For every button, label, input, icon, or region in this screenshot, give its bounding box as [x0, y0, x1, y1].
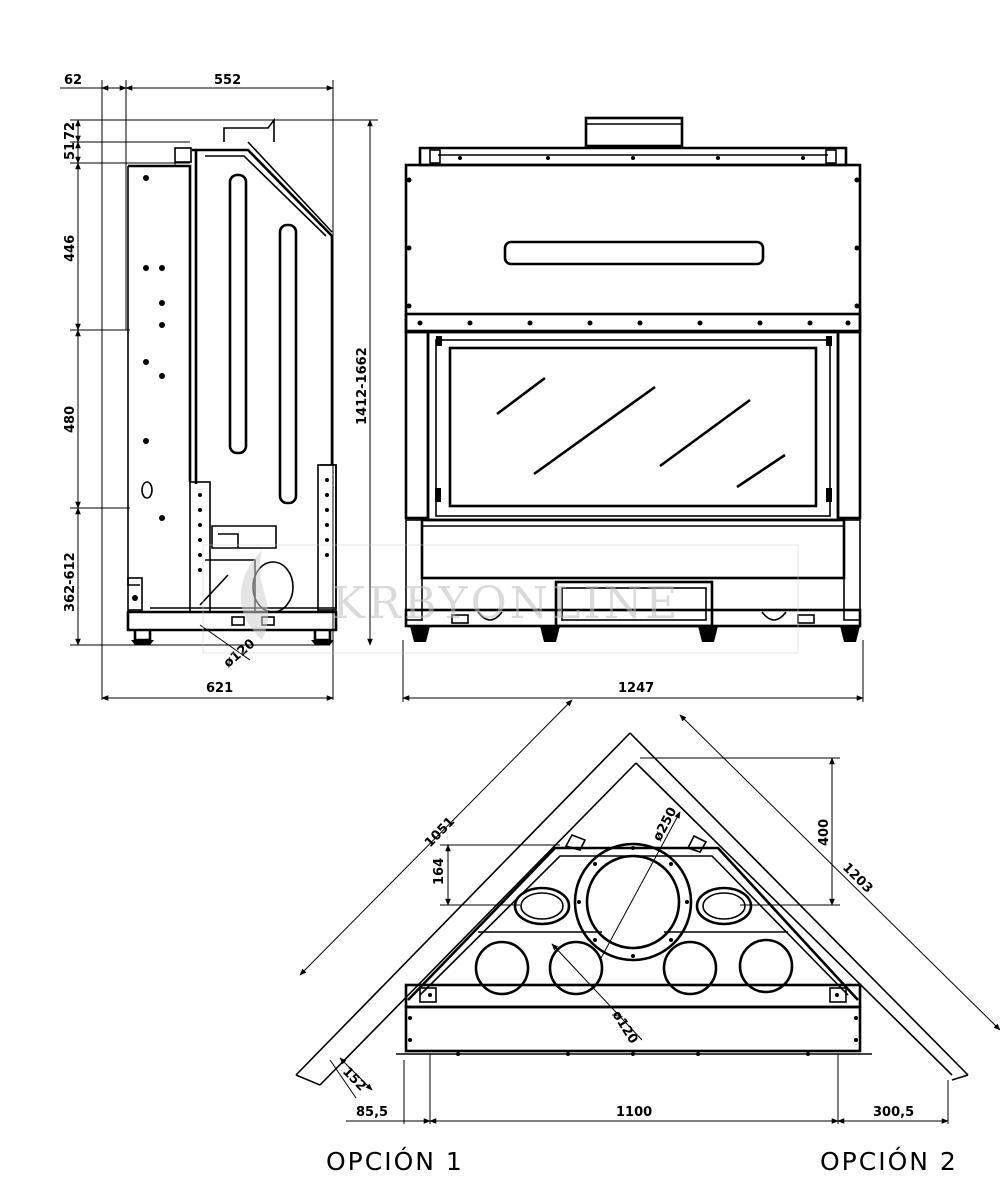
dim-label-362-612: 362-612 — [63, 552, 78, 612]
dim-label-51: 51 — [63, 142, 78, 160]
side-view: 62 552 72 51 446 480 362-612 1412-1662 — [60, 73, 378, 701]
hood — [404, 163, 862, 333]
dim-label-85-5: 85,5 — [356, 1105, 388, 1120]
caption-option-2: OPCIÓN 2 — [820, 1146, 958, 1176]
air-outlet-round-4 — [738, 938, 794, 994]
dim-label-1412-1662: 1412-1662 — [355, 347, 370, 425]
dim-label-164: 164 — [432, 858, 447, 885]
air-outlet-round-1 — [474, 940, 530, 996]
stove-top-outline — [407, 846, 859, 1001]
dim-label-152: 152 — [339, 1064, 369, 1094]
air-outlet-oval-right — [695, 886, 753, 926]
dim-label-480: 480 — [63, 406, 78, 433]
dim-label-d250: ø250 — [650, 805, 680, 844]
air-outlet-oval-left — [513, 886, 571, 926]
dim-label-400: 400 — [817, 819, 832, 846]
door-frame — [426, 330, 840, 522]
flue-collar — [584, 116, 684, 148]
dim-label-1203: 1203 — [839, 860, 875, 896]
dim-label-1247: 1247 — [618, 681, 654, 696]
dim-label-1100: 1100 — [616, 1105, 652, 1120]
top-view: 1051 1203 400 164 — [295, 699, 1000, 1124]
caption-option-1: OPCIÓN 1 — [326, 1146, 464, 1176]
dim-label-d120-top: ø120 — [609, 1008, 641, 1047]
dim-label-72: 72 — [63, 122, 78, 140]
front-view: 1247 — [402, 116, 864, 702]
flue-outlet-250 — [573, 842, 693, 962]
hood-slot — [503, 240, 765, 266]
dim-height-side — [300, 119, 378, 646]
dim-label-552: 552 — [214, 73, 241, 88]
dim-label-300-5: 300,5 — [873, 1105, 914, 1120]
door-glass — [448, 346, 818, 508]
dim-label-62: 62 — [64, 73, 82, 88]
dim-label-446: 446 — [63, 235, 78, 262]
watermark-text: KRBYONLINE — [332, 578, 680, 629]
dim-left-side — [70, 119, 330, 646]
side-dots — [143, 175, 165, 521]
dim-label-621: 621 — [206, 681, 233, 696]
air-outlet-round-3 — [662, 940, 718, 996]
dim-label-d120-side: ø120 — [221, 636, 258, 671]
air-outlet-round-2 — [548, 940, 604, 996]
side-body — [126, 117, 338, 645]
watermark: KRBYONLINE — [202, 544, 799, 654]
